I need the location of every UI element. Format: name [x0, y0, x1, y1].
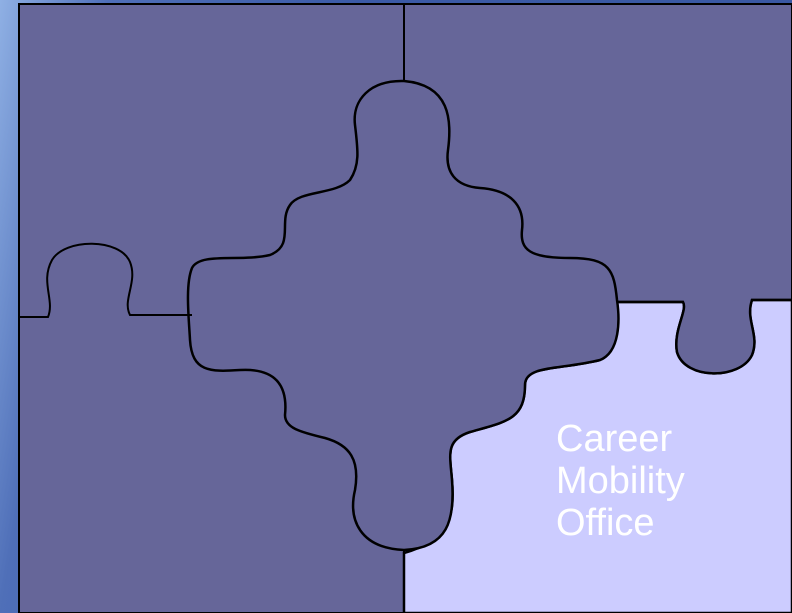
- seam-right-knob: [617, 298, 792, 375]
- piece-label-line-3: Office: [556, 502, 655, 544]
- piece-label: Career Mobility Office: [556, 418, 776, 544]
- piece-label-line-1: Career: [556, 418, 673, 460]
- piece-label-line-2: Mobility: [556, 460, 685, 502]
- seam-left-knob: [19, 242, 192, 318]
- puzzle-piece-center: [186, 79, 620, 552]
